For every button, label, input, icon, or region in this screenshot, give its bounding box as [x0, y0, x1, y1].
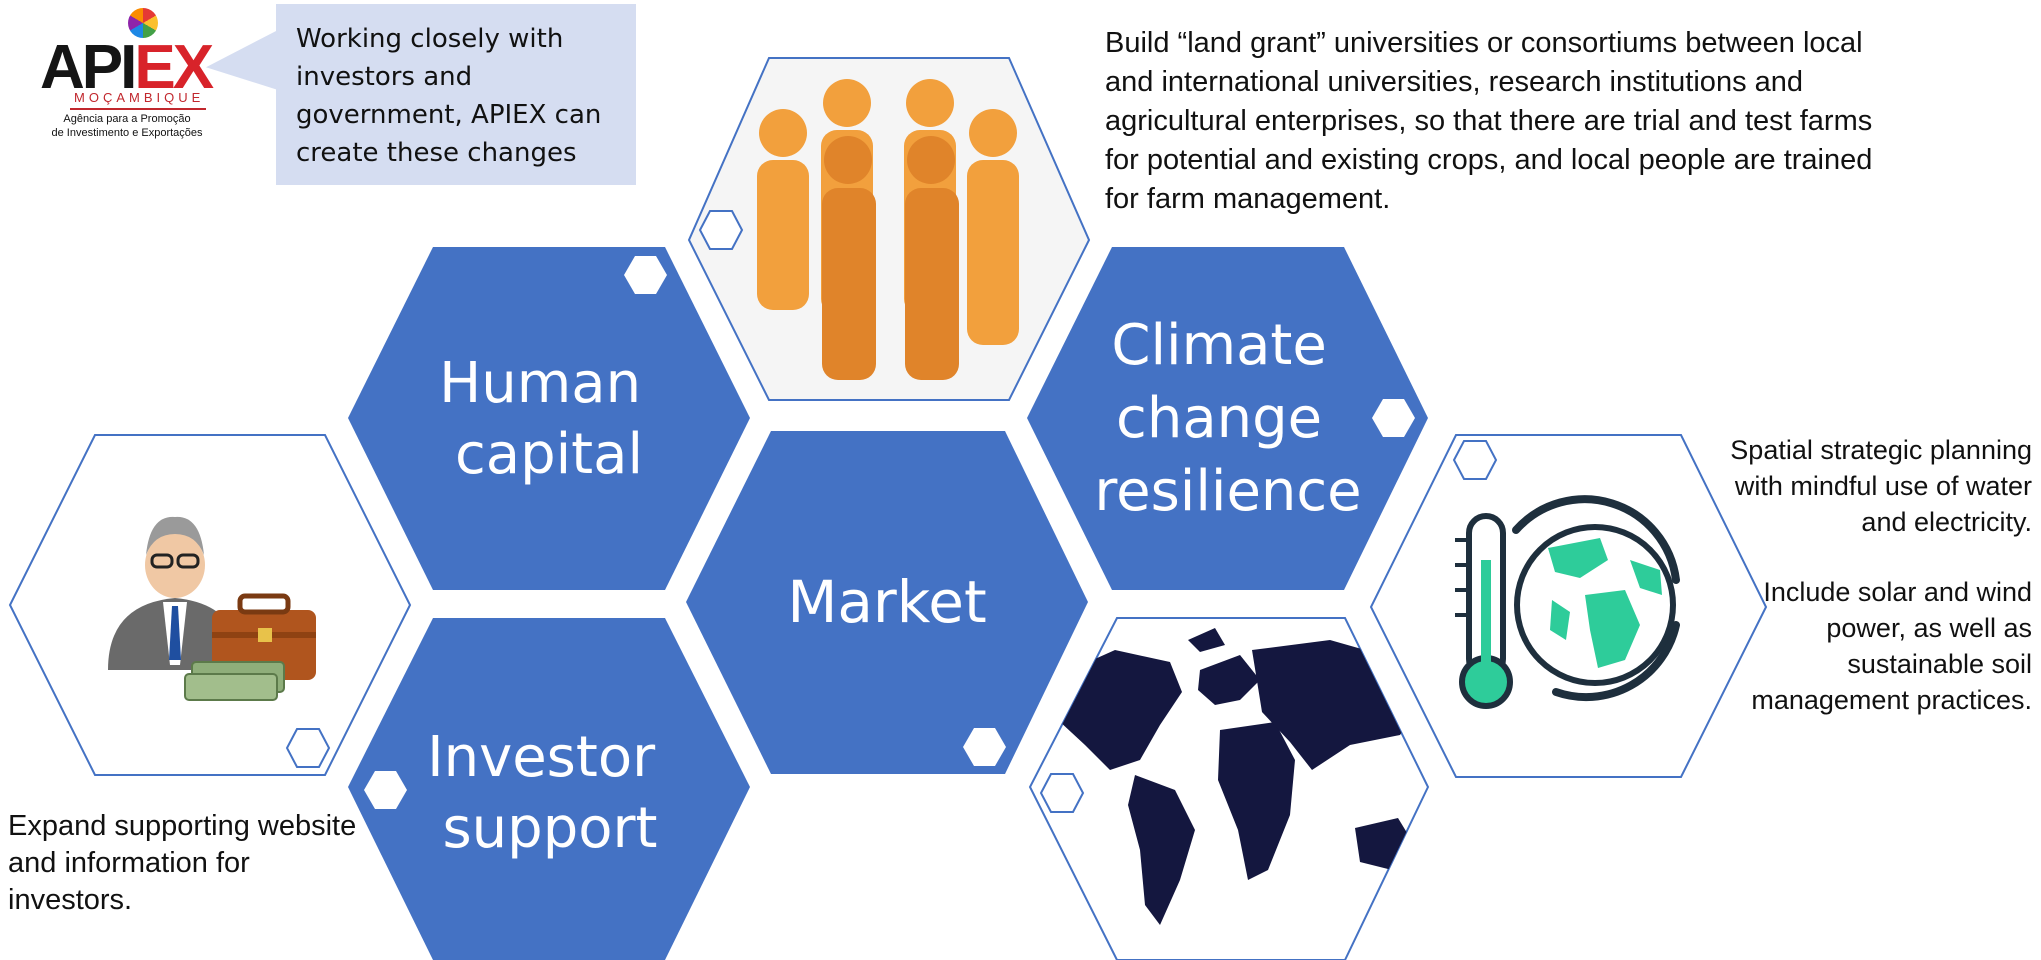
people-group-icon — [757, 79, 1019, 380]
logo-subtitle: Agência para a Promoção de Investimento … — [22, 112, 232, 140]
hex-human-capital: Human capital — [348, 247, 750, 590]
investor-icon — [108, 516, 316, 701]
logo-subtitle-line: Agência para a Promoção — [63, 113, 191, 125]
hex-climate-image — [1369, 434, 1768, 778]
hex-label-line: change — [1116, 386, 1322, 451]
decor-hex-small — [698, 210, 744, 250]
decor-hex-small — [364, 771, 407, 809]
decor-hex-small — [285, 728, 331, 768]
hex-investor-image — [8, 434, 412, 776]
svg-text:Human capital: Human capital — [439, 351, 659, 487]
logo-subtitle-line: de Investimento e Exportações — [51, 127, 203, 139]
hex-label-line: resilience — [1094, 459, 1361, 524]
hex-world-map — [1028, 617, 1430, 960]
climate-description-para-1: Spatial strategic planning with mindful … — [1730, 435, 2032, 537]
decor-hex-small — [1039, 773, 1085, 813]
decor-hex-small — [624, 256, 667, 294]
hex-label-line: Investor — [427, 725, 656, 790]
svg-text:Investor support: Investor support — [427, 725, 673, 861]
human-capital-description: Build “land grant” universities or conso… — [1105, 27, 1873, 215]
hex-investor-support: Investor support — [348, 618, 750, 960]
climate-globe-icon — [1455, 495, 1680, 709]
decor-hex-small — [963, 728, 1006, 766]
svg-text:Climate change res: Climate change resilience — [1094, 313, 1361, 524]
callout-text: Working closely with investors and gover… — [296, 24, 602, 168]
decor-hex-small — [1372, 399, 1415, 437]
investor-support-description: Expand supporting website and informatio… — [8, 810, 357, 916]
logo-country: MOÇAMBIQUE — [74, 90, 205, 105]
logo-divider — [70, 108, 206, 110]
decor-hex-small — [1452, 440, 1498, 480]
hex-label-line: capital — [455, 422, 643, 487]
hex-label-line: support — [442, 796, 657, 861]
hex-label-line: Climate — [1111, 313, 1327, 378]
climate-description-para-2: Include solar and wind power, as well as… — [1751, 577, 2032, 715]
callout-box: Working closely with investors and gover… — [276, 4, 636, 185]
hex-people — [687, 57, 1091, 401]
hex-label-line: Human — [439, 351, 641, 416]
hex-market: Market — [686, 431, 1088, 774]
apiex-logo: APIEX MOÇAMBIQUE Agência para a Promoção… — [22, 4, 214, 142]
logo-name-main: API — [40, 33, 137, 102]
logo-globe-icon — [128, 8, 158, 38]
climate-description: Spatial strategic planning with mindful … — [1730, 432, 2032, 752]
hex-label-market: Market — [787, 568, 986, 636]
logo-name-accent: EX — [134, 33, 214, 102]
logo-wordmark: APIEX — [40, 32, 214, 103]
hex-climate-change-resilience: Climate change resilience — [1027, 247, 1428, 590]
